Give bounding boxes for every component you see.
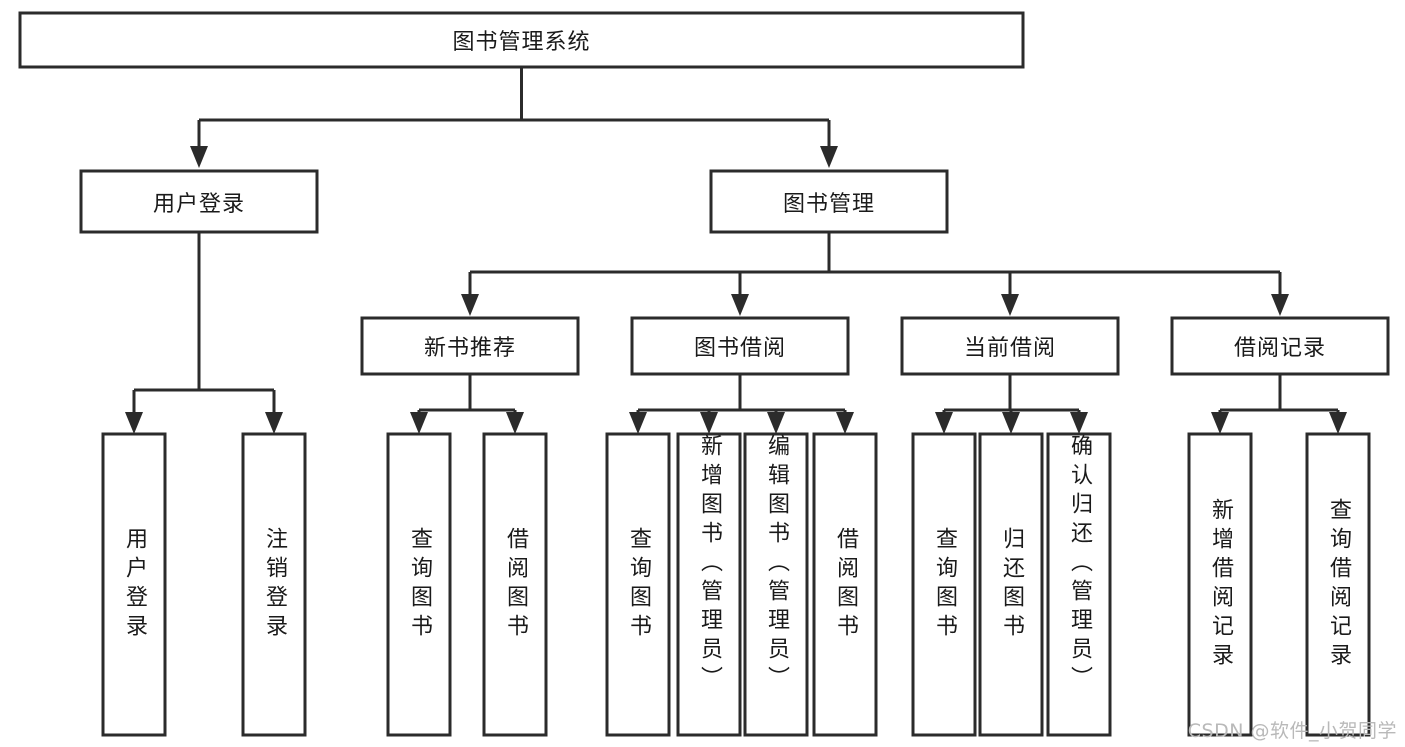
leaf-label-confirm-return-admin: 确认归还（管理员）	[1067, 434, 1092, 695]
edge-group-borrow-record	[1211, 374, 1347, 434]
arrow-icon-bm-record	[1271, 294, 1289, 316]
arrow-icon-bm-borrow	[731, 294, 749, 316]
leaf-confirm-return-admin[interactable]: 确认归还（管理员）	[1046, 432, 1112, 737]
arrow-icon-br-query	[1329, 412, 1347, 434]
edge-group-current-borrow	[935, 374, 1088, 434]
arrow-icon-br-add	[1211, 412, 1229, 434]
leaf-query-book-nb[interactable]: 查询图书	[386, 432, 452, 737]
node-label-new-book-recommend: 新书推荐	[423, 336, 516, 361]
edge-group-root	[190, 67, 838, 168]
node-current-borrow[interactable]: 当前借阅	[900, 316, 1120, 376]
leaf-label-edit-book-admin: 编辑图书（管理员）	[764, 434, 789, 695]
node-label-root: 图书管理系统	[452, 30, 591, 55]
arrow-icon-bb-borrow	[836, 412, 854, 434]
leaf-label-query-book-cb: 查询图书	[932, 526, 957, 643]
arrow-icon-bb-add	[700, 412, 718, 434]
arrow-icon-ul-logout	[265, 412, 283, 434]
arrow-icon-bb-edit	[767, 412, 785, 434]
leaf-label-query-borrow-record: 查询借阅记录	[1326, 497, 1351, 672]
node-label-user-login: 用户登录	[152, 191, 245, 217]
edge-group-book-borrow	[629, 374, 854, 434]
arrow-icon-root-user-login	[190, 146, 208, 168]
node-new-book-recommend[interactable]: 新书推荐	[360, 316, 580, 376]
arrow-icon-cb-query	[935, 412, 953, 434]
leaf-borrow-book-bb[interactable]: 借阅图书	[812, 432, 878, 737]
arrow-icon-cb-confirm	[1070, 412, 1088, 434]
leaf-label-query-book-nb: 查询图书	[407, 526, 432, 643]
edge-group-user-login	[125, 232, 283, 434]
edge-group-new-book	[410, 374, 524, 434]
node-label-book-borrow: 图书借阅	[693, 336, 786, 361]
leaf-label-add-book-admin: 新增图书（管理员）	[697, 434, 722, 695]
node-label-current-borrow: 当前借阅	[963, 336, 1056, 361]
leaf-label-borrow-book-nb: 借阅图书	[503, 526, 528, 643]
node-book-manage[interactable]: 图书管理	[709, 169, 949, 234]
leaf-edit-book-admin[interactable]: 编辑图书（管理员）	[743, 432, 809, 737]
arrow-icon-nb-query	[410, 412, 428, 434]
arrow-icon-nb-borrow	[506, 412, 524, 434]
arrow-icon-bm-new-book	[461, 294, 479, 316]
arrow-icon-root-book-manage	[820, 146, 838, 168]
leaf-borrow-book-nb[interactable]: 借阅图书	[482, 432, 548, 737]
node-label-borrow-record: 借阅记录	[1233, 336, 1326, 361]
leaf-label-return-book: 归还图书	[999, 526, 1024, 643]
leaf-label-logout: 注销登录	[262, 526, 287, 643]
arrow-icon-bm-current	[1001, 294, 1019, 316]
node-user-login[interactable]: 用户登录	[79, 169, 319, 234]
node-root[interactable]: 图书管理系统	[18, 11, 1025, 69]
arrow-icon-ul-login	[125, 412, 143, 434]
leaf-user-login[interactable]: 用户登录	[101, 432, 167, 737]
leaf-return-book[interactable]: 归还图书	[978, 432, 1044, 737]
leaf-label-query-book-bb: 查询图书	[626, 526, 651, 643]
node-borrow-record[interactable]: 借阅记录	[1170, 316, 1390, 376]
leaf-query-borrow-record[interactable]: 查询借阅记录	[1305, 432, 1371, 737]
arrow-icon-cb-return	[1002, 412, 1020, 434]
node-label-book-manage: 图书管理	[782, 191, 875, 217]
leaf-label-borrow-book-bb: 借阅图书	[833, 526, 858, 643]
leaf-label-user-login: 用户登录	[122, 526, 147, 643]
leaf-label-add-borrow-record: 新增借阅记录	[1208, 497, 1233, 672]
leaf-add-book-admin[interactable]: 新增图书（管理员）	[676, 432, 742, 737]
edge-group-book-manage	[461, 232, 1289, 316]
leaf-add-borrow-record[interactable]: 新增借阅记录	[1187, 432, 1253, 737]
arrow-icon-bb-query	[629, 412, 647, 434]
leaf-query-book-bb[interactable]: 查询图书	[605, 432, 671, 737]
leaf-logout[interactable]: 注销登录	[241, 432, 307, 737]
leaf-query-book-cb[interactable]: 查询图书	[911, 432, 977, 737]
node-book-borrow[interactable]: 图书借阅	[630, 316, 850, 376]
